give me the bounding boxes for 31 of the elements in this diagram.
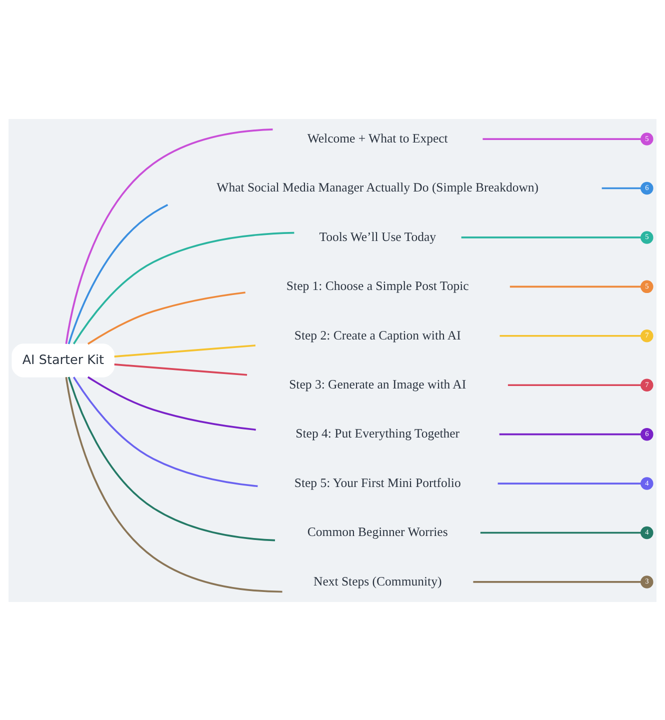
connector <box>499 432 641 435</box>
node-box: AI Starter Kit <box>12 343 115 377</box>
node-text: Common Beginner Worries <box>307 524 448 539</box>
node-text: Tools We’ll Use Today <box>319 229 436 244</box>
connector <box>68 203 168 344</box>
connector <box>473 580 641 582</box>
connector <box>72 231 294 344</box>
node-text: Step 4: Put Everything Together <box>296 426 460 440</box>
connector <box>498 482 641 484</box>
connector <box>65 376 282 592</box>
connector <box>72 376 258 487</box>
connector <box>87 376 256 430</box>
connector <box>500 334 641 336</box>
connector <box>68 376 276 541</box>
node-text: What Social Media Manager Actually Do (Simple Breakdown) <box>216 180 539 194</box>
connector <box>508 384 641 386</box>
connector <box>87 291 246 344</box>
connector <box>114 344 256 357</box>
node-text: Next Steps (Community) <box>314 574 442 588</box>
connector <box>482 138 641 140</box>
connector <box>480 531 641 534</box>
node-text: Welcome + What to Expect <box>307 130 448 145</box>
connector <box>510 285 641 288</box>
node-text: Step 5: Your First Mini Portfolio <box>294 475 461 490</box>
connector <box>602 186 641 189</box>
node-text: Step 1: Choose a Simple Post Topic <box>286 278 469 293</box>
node-text: Step 3: Generate an Image with AI <box>289 376 466 391</box>
connector <box>114 363 248 376</box>
node-text: Step 2: Create a Caption with AI <box>294 328 461 342</box>
connector <box>65 128 273 344</box>
connector <box>461 236 641 238</box>
